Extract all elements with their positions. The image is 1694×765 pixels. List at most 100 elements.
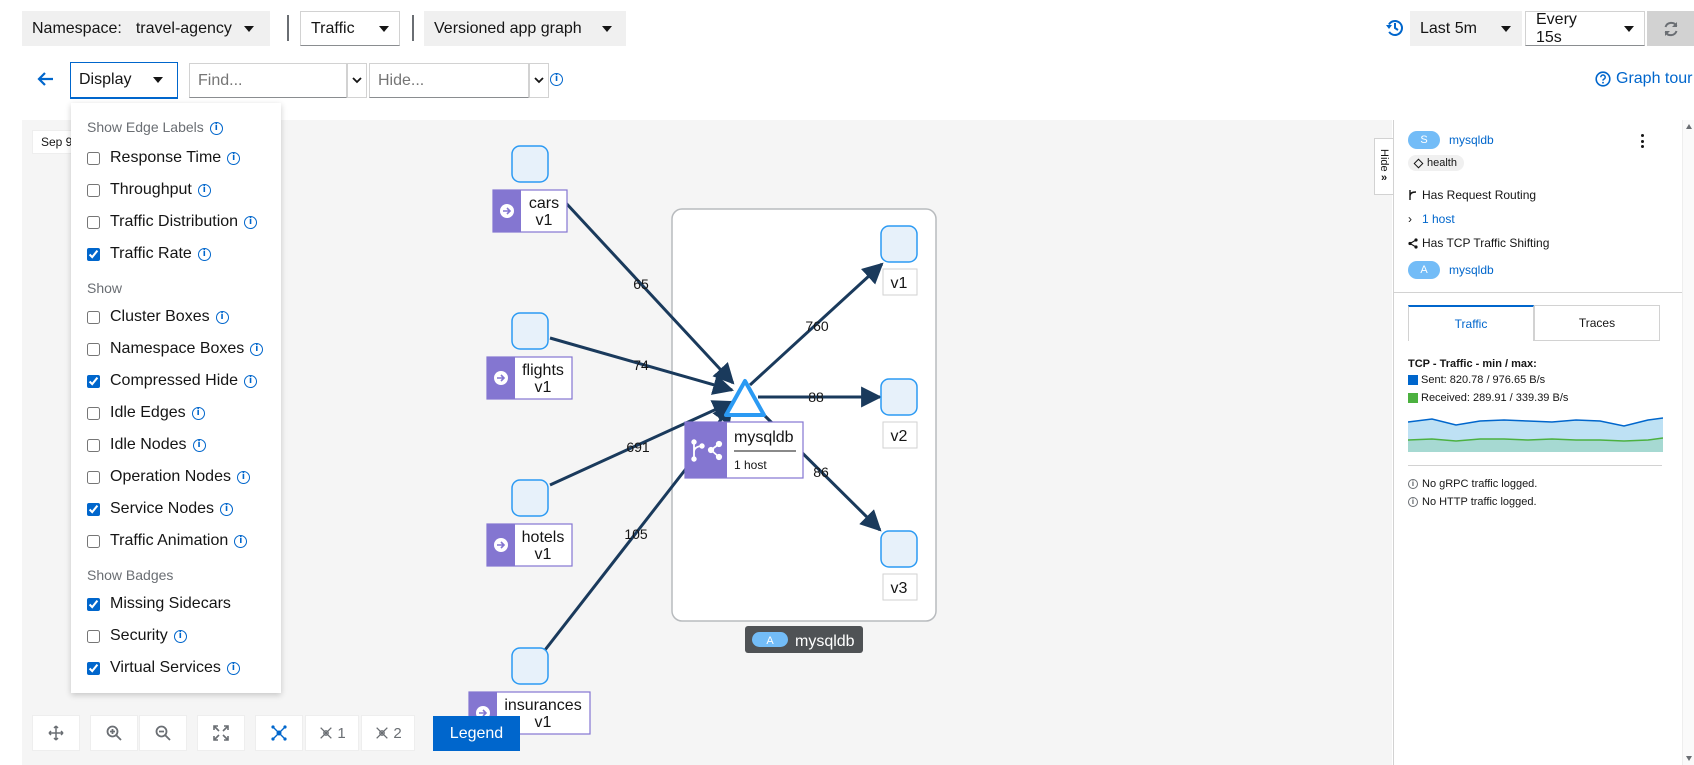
display-dropdown[interactable]: Display <box>70 62 178 99</box>
legend-button[interactable]: Legend <box>433 716 520 751</box>
info-icon[interactable]: i <box>227 151 241 165</box>
find-hide-help-icon[interactable]: i <box>550 73 563 86</box>
checkbox-idle-nodes[interactable] <box>87 438 100 452</box>
graph-mode-dropdown[interactable]: Traffic <box>300 11 400 46</box>
service-name-link[interactable]: mysqldb <box>1449 133 1494 147</box>
edge-label: 88 <box>808 389 824 405</box>
time-range-value: Last 5m <box>1420 19 1477 37</box>
edge-cars-mysqldb[interactable] <box>563 200 735 385</box>
node-version-v3[interactable]: v3 <box>880 530 918 601</box>
kebab-menu-icon[interactable] <box>1639 134 1645 148</box>
layout-1-button[interactable]: 1 <box>305 715 359 751</box>
tab-traffic[interactable]: Traffic <box>1408 305 1534 341</box>
app-box-label[interactable]: A mysqldb <box>745 626 863 653</box>
edge-mysqldb-v1[interactable] <box>748 262 884 387</box>
badges-heading: Show Badges <box>87 567 173 583</box>
edge-insurances-mysqldb[interactable] <box>543 469 687 651</box>
info-icon[interactable]: i <box>226 661 240 675</box>
info-icon[interactable]: i <box>209 121 223 135</box>
hide-panel-toggle[interactable]: Hide » <box>1374 138 1393 195</box>
find-input[interactable] <box>189 63 347 98</box>
hosts-link[interactable]: 1 host <box>1422 212 1455 226</box>
info-icon[interactable]: i <box>236 470 250 484</box>
checkbox-service-nodes[interactable] <box>87 502 100 516</box>
fit-to-screen-button[interactable] <box>197 715 245 751</box>
info-icon[interactable]: i <box>197 247 211 261</box>
info-icon[interactable]: i <box>250 342 264 356</box>
node-service-mysqldb[interactable]: mysqldb 1 host <box>684 379 804 479</box>
checkbox-throughput[interactable] <box>87 183 100 197</box>
tab-traces[interactable]: Traces <box>1534 305 1660 341</box>
info-icon[interactable]: i <box>244 374 258 388</box>
info-icon[interactable]: i <box>220 502 234 516</box>
node-label: v1 <box>891 275 908 292</box>
checkbox-security[interactable] <box>87 629 100 643</box>
layout-2-button[interactable]: 2 <box>361 715 415 751</box>
edge-hotels-mysqldb[interactable] <box>549 400 734 487</box>
refresh-interval-dropdown[interactable]: Every 15s <box>1525 11 1645 46</box>
info-icon[interactable]: i <box>234 534 248 548</box>
pan-button[interactable] <box>32 715 80 751</box>
checkbox-traffic-distribution[interactable] <box>87 215 100 229</box>
checkbox-response-time[interactable] <box>87 151 100 165</box>
info-icon[interactable]: i <box>192 438 206 452</box>
refresh-button[interactable] <box>1647 11 1694 46</box>
checkbox-traffic-animation[interactable] <box>87 534 100 548</box>
zoom-in-button[interactable] <box>90 715 138 751</box>
graph-tour-link[interactable]: Graph tour <box>1595 70 1692 88</box>
node-cars[interactable]: cars v1 <box>492 145 568 233</box>
zoom-out-button[interactable] <box>139 715 187 751</box>
time-range-dropdown[interactable]: Last 5m <box>1410 11 1522 46</box>
back-arrow-icon[interactable] <box>37 71 55 87</box>
checkbox-namespace-boxes[interactable] <box>87 342 100 356</box>
checkbox-traffic-rate[interactable] <box>87 247 100 261</box>
hosts-row[interactable]: › 1 host <box>1408 212 1455 226</box>
checkbox-cluster-boxes[interactable] <box>87 310 100 324</box>
option-missing-sidecars[interactable]: Missing Sidecars <box>87 594 231 614</box>
info-icon[interactable]: i <box>244 215 258 229</box>
find-history-toggle[interactable] <box>347 63 367 98</box>
node-version-v1[interactable]: v1 <box>880 225 918 296</box>
namespace-dropdown[interactable]: Namespace: travel-agency <box>22 11 270 46</box>
checkbox-compressed-hide[interactable] <box>87 374 100 388</box>
checkbox-virtual-services[interactable] <box>87 661 100 675</box>
info-icon[interactable]: i <box>173 629 187 643</box>
hide-input[interactable] <box>369 63 529 98</box>
routing-icon <box>691 439 705 462</box>
checkbox-operation-nodes[interactable] <box>87 470 100 484</box>
checkbox-missing-sidecars[interactable] <box>87 597 100 611</box>
received-text: Received: 289.91 / 339.39 B/s <box>1421 392 1569 404</box>
node-label: v2 <box>891 428 908 445</box>
edge-flights-mysqldb[interactable] <box>549 336 735 395</box>
layout-default-button[interactable] <box>255 715 303 751</box>
node-hotels[interactable]: hotels v1 <box>486 479 573 567</box>
app-name-link[interactable]: mysqldb <box>1449 263 1494 277</box>
request-routing-text: Has Request Routing <box>1422 188 1537 202</box>
info-icon[interactable]: i <box>191 406 205 420</box>
node-hosts: 1 host <box>734 458 767 472</box>
node-flights[interactable]: flights v1 <box>486 312 573 400</box>
panel-scrollbar[interactable] <box>1682 120 1694 765</box>
checkbox-idle-edges[interactable] <box>87 406 100 420</box>
history-icon[interactable] <box>1385 18 1405 38</box>
info-icon[interactable]: i <box>197 183 211 197</box>
hide-history-toggle[interactable] <box>529 63 549 98</box>
graph-type-dropdown[interactable]: Versioned app graph <box>424 11 626 46</box>
node-version-v2[interactable]: v2 <box>880 378 918 449</box>
info-icon[interactable]: i <box>215 310 229 324</box>
